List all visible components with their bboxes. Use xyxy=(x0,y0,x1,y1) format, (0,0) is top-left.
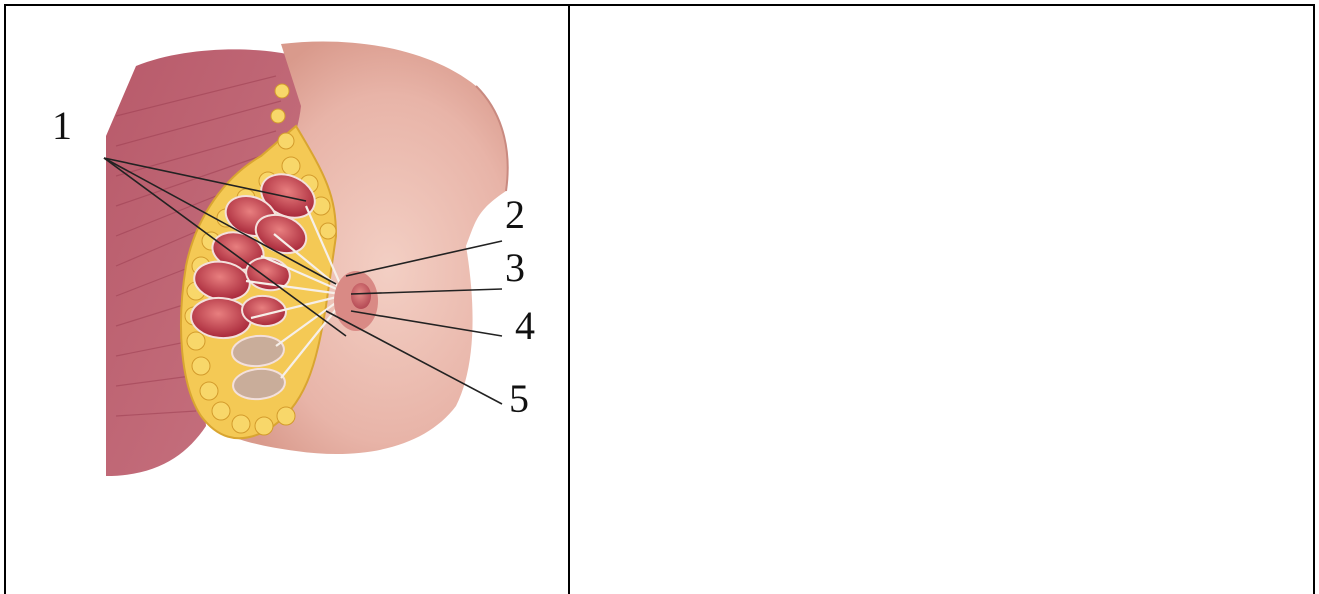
label-3: 3 xyxy=(505,245,525,290)
label-1: 1 xyxy=(52,103,72,148)
label-5: 5 xyxy=(509,376,529,421)
layout-table: 1 2 3 4 5 xyxy=(4,4,1315,594)
breast-anatomy-illustration: 1 2 3 4 5 xyxy=(6,6,568,592)
label-2: 2 xyxy=(505,192,525,237)
figure-cell: 1 2 3 4 5 xyxy=(6,6,568,594)
label-4: 4 xyxy=(515,303,535,348)
empty-cell xyxy=(570,6,1313,594)
